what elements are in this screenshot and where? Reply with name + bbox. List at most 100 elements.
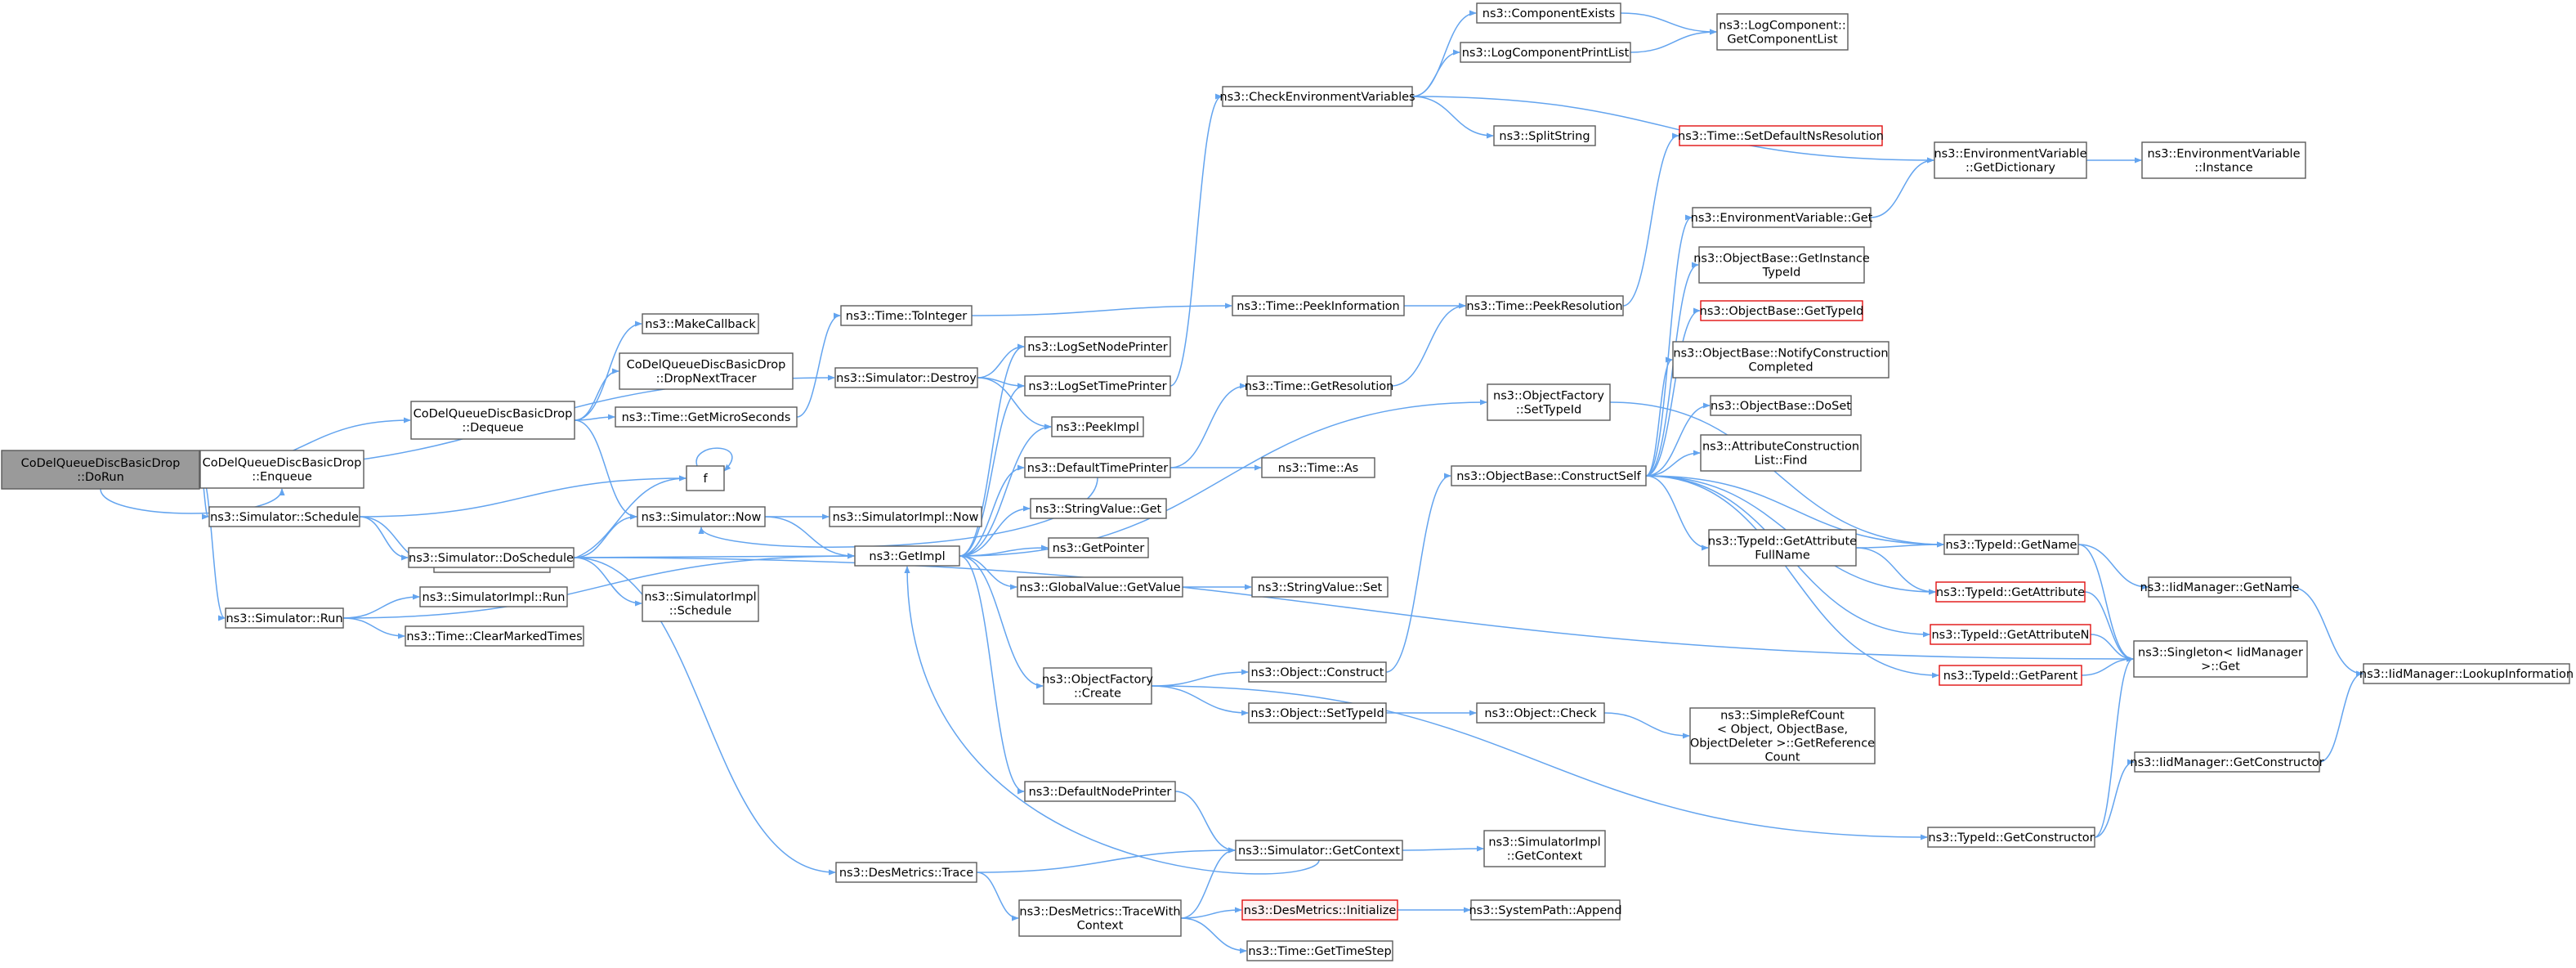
edge-getcontext-to-simimplgetctx bbox=[1402, 845, 1484, 852]
node-desmetricstrace[interactable]: ns3::DesMetrics::Trace bbox=[835, 862, 977, 883]
node-getresolution[interactable]: ns3::Time::GetResolution bbox=[1245, 375, 1394, 397]
node-splitstring[interactable]: ns3::SplitString bbox=[1493, 125, 1596, 146]
node-makecallback[interactable]: ns3::MakeCallback bbox=[642, 313, 759, 334]
node-compexists[interactable]: ns3::ComponentExists bbox=[1476, 2, 1621, 24]
node-clearmarked[interactable]: ns3::Time::ClearMarkedTimes bbox=[405, 625, 584, 647]
node-f[interactable]: f bbox=[686, 465, 725, 491]
node-destroy[interactable]: ns3::Simulator::Destroy bbox=[834, 367, 978, 388]
node-peekresolution[interactable]: ns3::Time::PeekResolution bbox=[1465, 295, 1624, 316]
node-getmicroseconds[interactable]: ns3::Time::GetMicroSeconds bbox=[615, 406, 798, 428]
node-dequeue[interactable]: CoDelQueueDiscBasicDrop::Dequeue bbox=[410, 401, 575, 440]
node-label: ns3::DesMetrics::Initialize bbox=[1244, 904, 1397, 917]
node-dropnexttracer[interactable]: CoDelQueueDiscBasicDrop::DropNextTracer bbox=[619, 352, 794, 390]
node-now[interactable]: ns3::Simulator::Now bbox=[637, 506, 766, 527]
node-objcheck[interactable]: ns3::Object::Check bbox=[1476, 702, 1605, 724]
edge-constructself-to-envget bbox=[1645, 214, 1693, 477]
node-objsettypeid[interactable]: ns3::Object::SetTypeId bbox=[1248, 702, 1387, 724]
node-gettimestep[interactable]: ns3::Time::GetTimeStep bbox=[1246, 940, 1393, 961]
node-getpointer[interactable]: ns3::GetPointer bbox=[1048, 537, 1149, 558]
node-getattributen[interactable]: ns3::TypeId::GetAttributeN bbox=[1930, 624, 2091, 645]
node-getcontext[interactable]: ns3::Simulator::GetContext bbox=[1235, 840, 1403, 861]
node-timeas[interactable]: ns3::Time::As bbox=[1261, 457, 1375, 478]
node-label: ns3::Simulator::Destroy bbox=[836, 372, 977, 385]
node-typeidgetctor[interactable]: ns3::TypeId::GetConstructor bbox=[1927, 827, 2095, 848]
edge-getimpl-to-stringget bbox=[959, 505, 1031, 557]
edge-envget-to-envgetdict bbox=[1870, 157, 1934, 218]
node-getimpl[interactable]: ns3::GetImpl bbox=[854, 545, 960, 567]
node-refcount[interactable]: ns3::SimpleRefCount< Object, ObjectBase,… bbox=[1689, 707, 1876, 764]
node-getattribute[interactable]: ns3::TypeId::GetAttribute bbox=[1935, 581, 2086, 603]
node-label: ns3::EnvironmentVariable bbox=[2147, 148, 2300, 161]
node-syspathappend[interactable]: ns3::SystemPath::Append bbox=[1469, 899, 1622, 921]
node-simimplgetctx[interactable]: ns3::SimulatorImpl::GetContext bbox=[1483, 830, 1606, 867]
node-objconstruct[interactable]: ns3::Object::Construct bbox=[1248, 661, 1387, 683]
node-box bbox=[419, 586, 568, 607]
node-label: ns3::Object::Construct bbox=[1251, 666, 1384, 679]
edge-getimpl-to-objfacsettypeid bbox=[959, 399, 1487, 557]
node-gettypeid[interactable]: ns3::ObjectBase::GetTypeId bbox=[1700, 300, 1864, 321]
node-logcompprint[interactable]: ns3::LogComponentPrintList bbox=[1460, 42, 1631, 63]
node-typeidgetname[interactable]: ns3::TypeId::GetName bbox=[1943, 534, 2079, 555]
node-label: GetComponentList bbox=[1727, 34, 1838, 47]
node-globalgetvalue[interactable]: ns3::GlobalValue::GetValue bbox=[1017, 576, 1183, 598]
node-logtimeprinter[interactable]: ns3::LogSetTimePrinter bbox=[1024, 375, 1171, 397]
node-stringset[interactable]: ns3::StringValue::Set bbox=[1251, 576, 1389, 598]
node-desinit[interactable]: ns3::DesMetrics::Initialize bbox=[1241, 899, 1398, 921]
node-box bbox=[2134, 751, 2320, 773]
node-iidgetctor[interactable]: ns3::IidManager::GetConstructor bbox=[2130, 751, 2324, 773]
node-label: ns3::Time::SetDefaultNsResolution bbox=[1678, 130, 1884, 143]
node-defnodeprinter[interactable]: ns3::DefaultNodePrinter bbox=[1024, 781, 1176, 802]
node-enqueue[interactable]: CoDelQueueDiscBasicDrop::Enqueue bbox=[199, 450, 364, 489]
node-doset[interactable]: ns3::ObjectBase::DoSet bbox=[1710, 395, 1852, 416]
node-label: ns3::SimulatorImpl::Run bbox=[423, 591, 566, 604]
node-iidgetname[interactable]: ns3::IidManager::GetName bbox=[2140, 576, 2300, 598]
edge-checkenv-to-logcompprint bbox=[1411, 49, 1460, 97]
node-getparent[interactable]: ns3::TypeId::GetParent bbox=[1939, 665, 2082, 686]
node-box bbox=[1261, 457, 1375, 478]
node-label: ns3::DesMetrics::TraceWith bbox=[1019, 906, 1180, 919]
node-envget[interactable]: ns3::EnvironmentVariable::Get bbox=[1691, 207, 1873, 228]
node-label: ns3::SystemPath::Append bbox=[1469, 904, 1621, 917]
node-envinstance[interactable]: ns3::EnvironmentVariable::Instance bbox=[2141, 141, 2306, 179]
node-stringget[interactable]: ns3::StringValue::Get bbox=[1030, 498, 1167, 519]
node-label: ns3::ComponentExists bbox=[1483, 7, 1616, 20]
node-box bbox=[642, 313, 759, 334]
node-setdefaultns[interactable]: ns3::Time::SetDefaultNsResolution bbox=[1678, 125, 1884, 146]
node-tointeger[interactable]: ns3::Time::ToInteger bbox=[840, 305, 973, 326]
node-label: Completed bbox=[1748, 361, 1813, 374]
node-simimplrun[interactable]: ns3::SimulatorImpl::Run bbox=[419, 586, 568, 607]
node-objfactorycreate[interactable]: ns3::ObjectFactory::Create bbox=[1042, 667, 1153, 705]
node-dorun[interactable]: CoDelQueueDiscBasicDrop::DoRun bbox=[1, 450, 200, 490]
node-label: ns3::AttributeConstruction bbox=[1702, 441, 1859, 454]
edge-now-to-getimpl bbox=[764, 516, 855, 559]
node-getcomplist[interactable]: ns3::LogComponent::GetComponentList bbox=[1716, 13, 1849, 51]
node-lookupinfo[interactable]: ns3::IidManager::LookupInformation bbox=[2359, 663, 2574, 684]
node-simimplnow[interactable]: ns3::SimulatorImpl::Now bbox=[829, 506, 982, 527]
node-checkenv[interactable]: ns3::CheckEnvironmentVariables bbox=[1219, 86, 1415, 107]
node-doschedule[interactable]: ns3::Simulator::DoSchedule bbox=[408, 547, 575, 568]
node-box bbox=[1487, 383, 1611, 421]
node-label: ns3::SimulatorImpl::Now bbox=[833, 511, 979, 524]
node-singletonget[interactable]: ns3::Singleton< IidManager>::Get bbox=[2133, 640, 2308, 678]
node-notifyconst[interactable]: ns3::ObjectBase::NotifyConstructionCompl… bbox=[1672, 341, 1890, 379]
node-deftimeprinter[interactable]: ns3::DefaultTimePrinter bbox=[1024, 457, 1171, 478]
edge-run-to-getimpl bbox=[342, 553, 855, 619]
node-lognodeprinter[interactable]: ns3::LogSetNodePrinter bbox=[1024, 336, 1171, 357]
node-objfacsettypeid[interactable]: ns3::ObjectFactory::SetTypeId bbox=[1487, 383, 1611, 421]
node-label: ::GetContext bbox=[1507, 850, 1583, 863]
node-peekinfo[interactable]: ns3::Time::PeekInformation bbox=[1232, 295, 1405, 316]
node-schedule[interactable]: ns3::Simulator::Schedule bbox=[208, 506, 360, 527]
node-box bbox=[835, 862, 977, 883]
edge-doschedule-to-now bbox=[573, 513, 637, 558]
node-envgetdict[interactable]: ns3::EnvironmentVariable::GetDictionary bbox=[1934, 141, 2087, 179]
node-run[interactable]: ns3::Simulator::Run bbox=[225, 607, 344, 629]
edge-getattributen-to-singletonget bbox=[2090, 634, 2134, 662]
edge-constructself-to-notifyconst bbox=[1645, 356, 1673, 477]
node-constructself[interactable]: ns3::ObjectBase::ConstructSelf bbox=[1451, 465, 1647, 486]
node-peekimpl[interactable]: ns3::PeekImpl bbox=[1051, 416, 1144, 437]
node-simimplschedule[interactable]: ns3::SimulatorImpl::Schedule bbox=[642, 585, 759, 622]
